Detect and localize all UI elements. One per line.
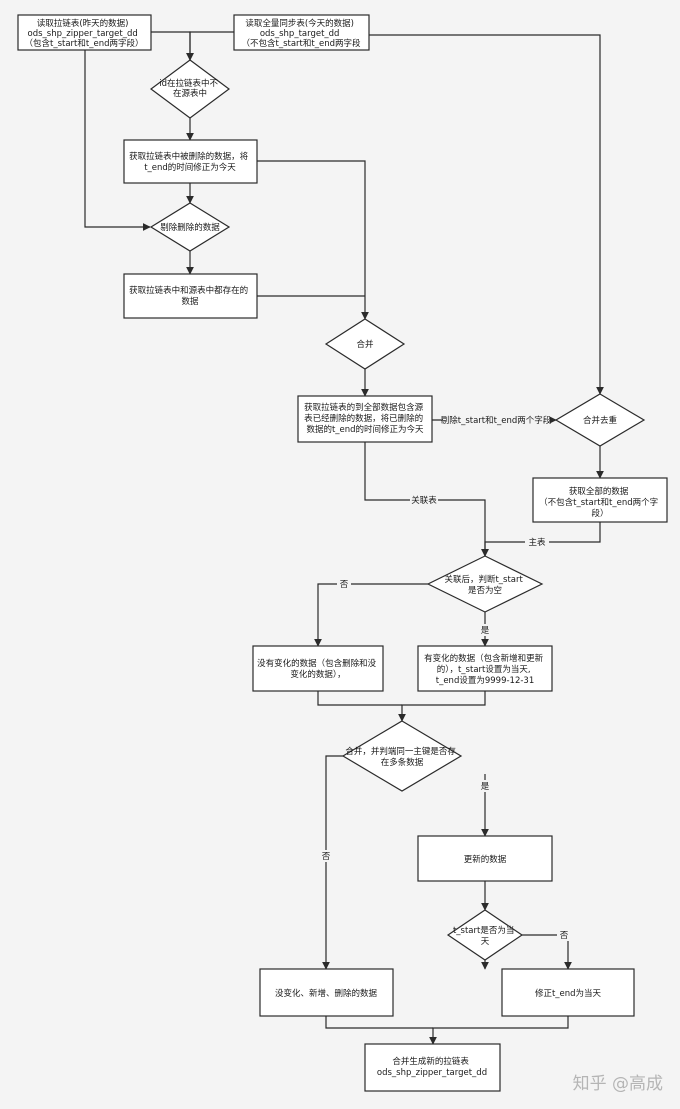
edge-fix-to-final — [429, 1016, 569, 1045]
node-read-zipper-table: 读取拉链表(昨天的数据) ods_shp_zipper_target_dd （包… — [17, 14, 152, 51]
svg-text:没变化、新增、删除的数据: 没变化、新增、删除的数据 — [275, 988, 378, 999]
decision-merge-judge-primary-key: 合并，并判端同一主键是否存 在多条数据 — [341, 720, 463, 792]
edge-zipper-to-remove-deleted — [84, 50, 151, 231]
edge-zipper-to-id-check — [151, 31, 194, 61]
edge-label-main-table: 主表 — [528, 537, 546, 548]
edge-label-yes-1: 是 — [481, 626, 490, 636]
edge-judge-to-no-change — [314, 583, 428, 647]
svg-text:剔除删除的数据: 剔除删除的数据 — [160, 222, 220, 233]
node-read-full-sync-table: 读取全量同步表(今天的数据) ods_shp_target_dd （不包含t_s… — [233, 14, 370, 51]
svg-text:合并生成新的拉链表 ods_shp_zipp: 合并生成新的拉链表 ods_shp_zipper_target_dd — [377, 1056, 487, 1078]
watermark-text: 知乎 @高成 — [573, 1074, 663, 1094]
svg-text:修正t_end为当天: 修正t_end为当天 — [535, 988, 602, 999]
svg-text:合并: 合并 — [356, 339, 374, 350]
node-get-all-data: 获取全部的数据 （不包含t_start和t_end两个字 段） — [532, 477, 668, 523]
svg-text:合并去重: 合并去重 — [583, 415, 618, 426]
decision-remove-deleted: 剔除删除的数据 — [149, 202, 231, 252]
edge-full-to-id-check — [186, 31, 234, 61]
svg-text:id在拉链表中不 在源表中: id在拉链表中不 在源表中 — [159, 78, 220, 99]
svg-text:读取全量同步表(今天的数据) ods_shp: 读取全量同步表(今天的数据) ods_shp_target_dd （不包含t_s… — [242, 18, 361, 49]
node-unchanged-new-deleted-data: 没变化、新增、删除的数据 — [259, 968, 394, 1017]
edge-label-no-2: 否 — [322, 852, 331, 862]
edge-label-no-1: 否 — [340, 580, 349, 590]
edge-label-no-3: 否 — [560, 931, 569, 941]
svg-text:有变化的数据（包含新增和更新 的），t_st: 有变化的数据（包含新增和更新 的），t_start设置为当天, t_end设置为… — [424, 653, 546, 686]
svg-text:合并，并判端同一主键是否存 在多条数据: 合并，并判端同一主键是否存 在多条数据 — [345, 746, 458, 768]
svg-text:更新的数据: 更新的数据 — [464, 854, 507, 865]
svg-text:读取拉链表(昨天的数据) ods_shp_z: 读取拉链表(昨天的数据) ods_shp_zipper_target_dd （包… — [25, 18, 144, 49]
decision-judge-t-start-null: 关联后，判断t_start 是否为空 — [426, 555, 544, 613]
svg-text:获取全部的数据 （不包含t_start和t_: 获取全部的数据 （不包含t_start和t_end两个字 段） — [539, 486, 661, 519]
edge-label-yes-2: 是 — [481, 782, 490, 792]
edge-changed-to-merge-pk — [398, 691, 486, 722]
edge-no-change-to-merge-pk — [317, 691, 402, 706]
edge-get-deleted-to-merge — [257, 160, 369, 320]
decision-merge: 合并 — [324, 318, 406, 370]
svg-text:获取拉链表中被删除的数据，将 t_end的时: 获取拉链表中被删除的数据，将 t_end的时间修正为今天 — [129, 151, 251, 173]
node-fix-t-end-today: 修正t_end为当天 — [501, 968, 635, 1017]
svg-text:获取拉链表中和源表中都存在的 数据: 获取拉链表中和源表中都存在的 数据 — [129, 285, 251, 307]
node-get-all-zipper-data: 获取拉链表的到全部数据包含源 表已经删除的数据，将已删除的 数据的t_end的时… — [297, 395, 433, 443]
edge-merge-pk-to-unchanged — [322, 755, 343, 970]
node-updated-data: 更新的数据 — [417, 835, 553, 882]
node-get-deleted-data: 获取拉链表中被删除的数据，将 t_end的时间修正为今天 — [123, 139, 258, 184]
edge-unchanged-to-final — [325, 1016, 433, 1029]
svg-text:获取拉链表的到全部数据包含源 表已经删除的数: 获取拉链表的到全部数据包含源 表已经删除的数据，将已删除的 数据的t_end的时… — [304, 402, 426, 435]
node-final-merge-new-zipper: 合并生成新的拉链表 ods_shp_zipper_target_dd — [364, 1043, 501, 1092]
decision-t-start-is-today: t_start是否为当 天 — [446, 909, 524, 961]
edge-label-join-table: 关联表 — [411, 495, 437, 506]
node-changed-data: 有变化的数据（包含新增和更新 的），t_start设置为当天, t_end设置为… — [417, 645, 553, 692]
decision-id-not-in-source: id在拉链表中不 在源表中 — [149, 59, 231, 119]
node-get-both-exist-data: 获取拉链表中和源表中都存在的 数据 — [123, 273, 258, 319]
decision-merge-dedup: 合并去重 — [554, 393, 646, 447]
svg-text:t_start是否为当 天: t_start是否为当 天 — [453, 925, 517, 947]
node-no-change-data: 没有变化的数据（包含删除和没 变化的数据）， — [252, 645, 384, 692]
svg-text:关联后，判断t_start 是否为空: 关联后，判断t_start 是否为空 — [444, 574, 525, 596]
edge-label-remove-fields: 剔除t_start和t_end两个字段 — [441, 415, 552, 426]
svg-text:没有变化的数据（包含删除和没 变化的数据），: 没有变化的数据（包含删除和没 变化的数据）， — [257, 658, 379, 680]
edge-full-to-merge-dedup — [369, 34, 604, 395]
